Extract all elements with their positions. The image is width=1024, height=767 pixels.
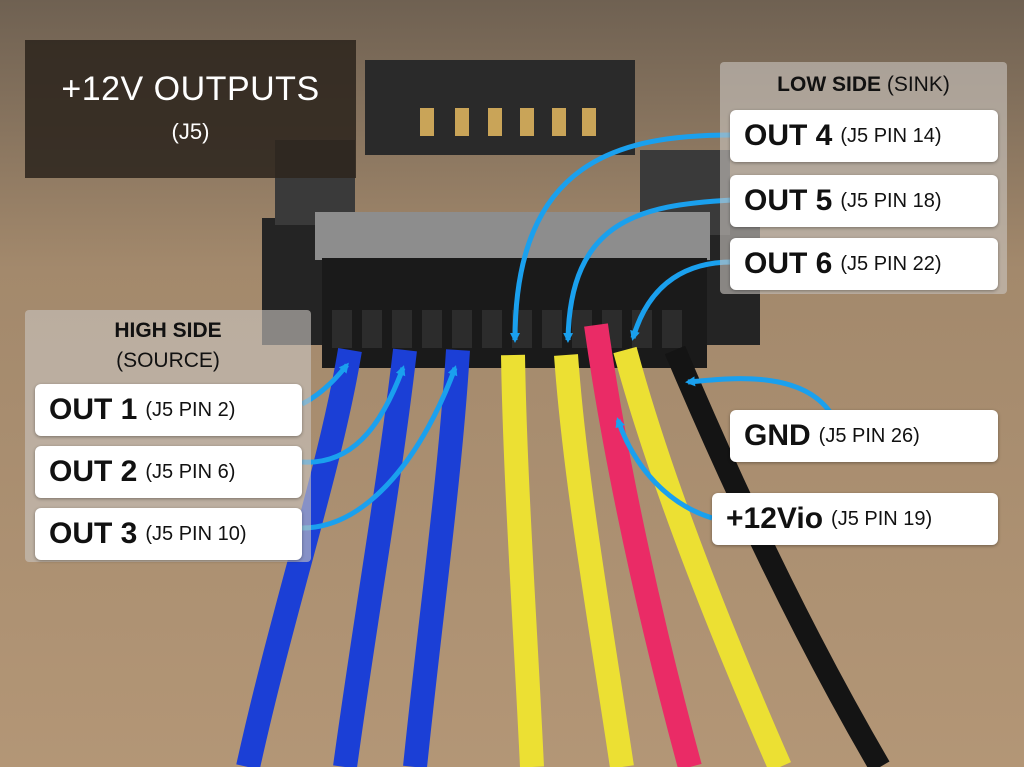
- wire-black: [664, 345, 890, 767]
- label-vio-pin: (J5 PIN 19): [831, 507, 933, 530]
- high-side-heading: HIGH SIDE (SOURCE): [25, 316, 311, 376]
- label-out3-name: OUT 3: [49, 517, 138, 550]
- label-out3: OUT 3 (J5 PIN 10): [35, 508, 302, 560]
- high-side-heading-bold: HIGH SIDE: [114, 319, 222, 342]
- wire-blue-2: [333, 348, 417, 767]
- label-vio: +12Vio (J5 PIN 19): [712, 493, 998, 545]
- wire-red: [584, 323, 702, 767]
- arrow-out6: [630, 259, 733, 341]
- label-out6-pin: (J5 PIN 22): [840, 252, 942, 275]
- arrow-gnd: [685, 376, 833, 414]
- wire-yellow-3: [613, 346, 791, 767]
- circuit-board: [262, 60, 760, 368]
- label-gnd-name: GND: [744, 419, 811, 452]
- label-out6: OUT 6 (J5 PIN 22): [730, 238, 998, 290]
- label-out2: OUT 2 (J5 PIN 6): [35, 446, 302, 498]
- arrow-out4: [510, 132, 733, 343]
- wire-yellow-1: [501, 354, 544, 767]
- low-side-heading-bold: LOW SIDE: [777, 73, 881, 96]
- low-side-heading-rest: (SINK): [886, 73, 950, 96]
- pointer-arrows: [300, 132, 833, 531]
- arrow-out3: [301, 365, 458, 531]
- title-sub: (J5): [171, 119, 210, 144]
- label-out4-name: OUT 4: [744, 119, 833, 152]
- label-out5-pin: (J5 PIN 18): [840, 189, 942, 212]
- arrow-out5: [563, 197, 733, 343]
- arrow-vio: [615, 417, 713, 521]
- label-out1-name: OUT 1: [49, 393, 138, 426]
- label-gnd: GND (J5 PIN 26): [730, 410, 998, 462]
- label-out4: OUT 4 (J5 PIN 14): [730, 110, 998, 162]
- label-out6-name: OUT 6: [744, 247, 833, 280]
- label-out1-pin: (J5 PIN 2): [145, 398, 236, 421]
- high-side-heading-rest: (SOURCE): [116, 349, 220, 372]
- label-out2-name: OUT 2: [49, 455, 138, 488]
- wire-blue-3: [403, 349, 470, 767]
- title-main: +12V OUTPUTS: [61, 70, 320, 108]
- title-box: +12V OUTPUTS (J5): [25, 40, 356, 178]
- label-out5: OUT 5 (J5 PIN 18): [730, 175, 998, 227]
- label-out4-pin: (J5 PIN 14): [840, 124, 942, 147]
- label-out3-pin: (J5 PIN 10): [145, 522, 247, 545]
- label-out1: OUT 1 (J5 PIN 2): [35, 384, 302, 436]
- label-out5-name: OUT 5: [744, 184, 833, 217]
- wire-yellow-2: [554, 354, 634, 767]
- label-gnd-pin: (J5 PIN 26): [818, 424, 920, 447]
- label-vio-name: +12Vio: [726, 502, 824, 535]
- label-out2-pin: (J5 PIN 6): [145, 460, 236, 483]
- low-side-heading: LOW SIDE (SINK): [720, 70, 1007, 100]
- arrow-out2: [301, 365, 406, 465]
